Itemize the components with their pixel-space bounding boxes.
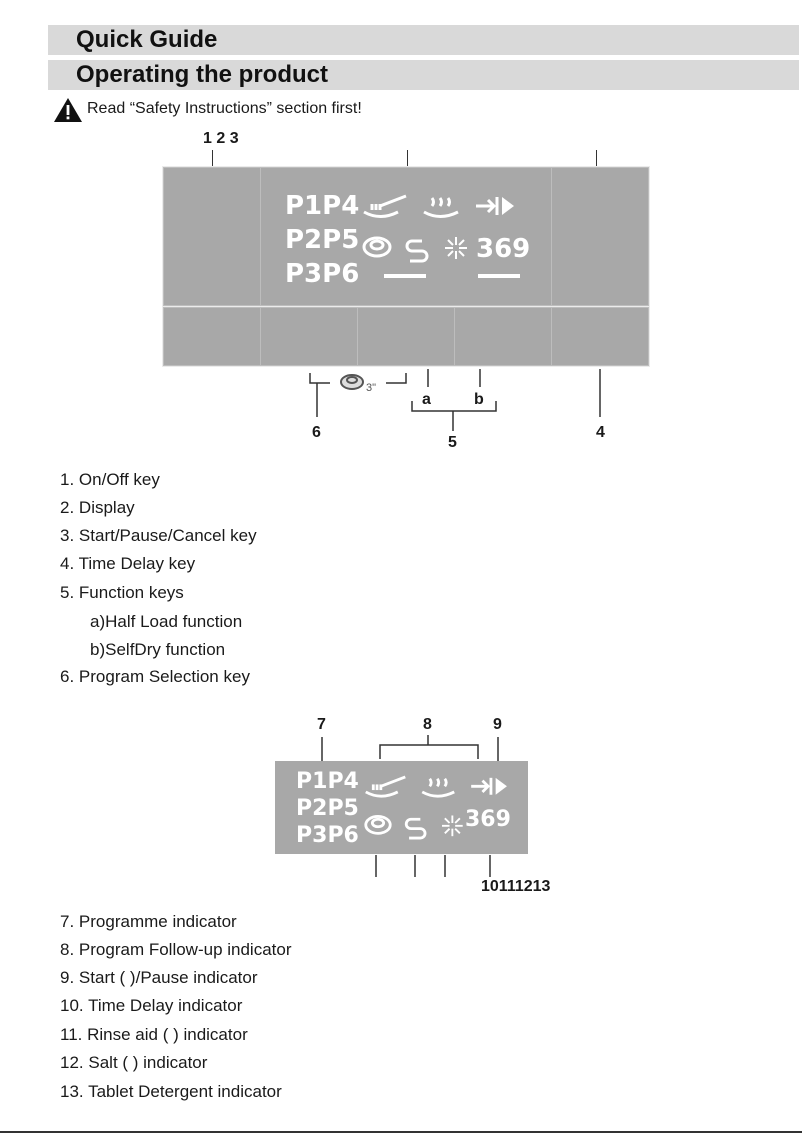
start-pause-icon	[476, 197, 514, 215]
program-p5: P5	[322, 225, 360, 255]
display-icons-2	[364, 775, 507, 840]
program-p3: P3	[285, 259, 323, 289]
programme-grid: P1P4 P2P5 P3P6	[285, 189, 359, 291]
leader-line	[596, 150, 597, 168]
program-p4: P4	[327, 769, 359, 794]
program-p4: P4	[322, 191, 360, 221]
bottom-leaders	[309, 369, 601, 431]
tablet-3s-icon	[340, 374, 364, 390]
operating-header: Operating the product	[48, 60, 799, 90]
footer-rule	[0, 1131, 802, 1133]
start-pause-cancel-key[interactable]	[551, 167, 649, 306]
program-p1: P1	[296, 769, 328, 794]
rinse-aid-icon	[445, 237, 467, 259]
warning-triangle-icon	[54, 98, 82, 122]
list-item: 3. Start/Pause/Cancel key	[60, 526, 257, 545]
callout-b: b	[474, 391, 484, 408]
salt-icon	[404, 817, 427, 840]
list-item: 12. Salt ( ) indicator	[60, 1053, 208, 1072]
callout-8: 8	[423, 716, 432, 733]
delay-digits-2: 369	[465, 807, 511, 832]
list-item: 9. Start ( )/Pause indicator	[60, 968, 258, 987]
program-p2: P2	[296, 796, 328, 821]
control-panel	[162, 166, 650, 367]
list-item: 2. Display	[60, 498, 135, 517]
program-p6: P6	[327, 823, 359, 848]
start-pause-icon	[471, 777, 507, 795]
list-subitem: b)SelfDry function	[90, 640, 226, 659]
display-closeup	[275, 761, 528, 854]
list-item: 8. Program Follow-up indicator	[60, 940, 292, 959]
wash-icon	[363, 194, 407, 218]
bottom-key-1[interactable]	[163, 307, 261, 366]
program-p6: P6	[322, 259, 360, 289]
delay-digits: 369	[476, 234, 531, 264]
warning-text: Read “Safety Instructions” section first…	[87, 100, 362, 117]
quick-guide-header: Quick Guide	[48, 25, 799, 55]
display-area	[260, 167, 552, 306]
bar-indicator	[478, 274, 520, 278]
list-item: 6. Program Selection key	[60, 667, 250, 686]
callout-9: 9	[493, 716, 502, 733]
list-item: 10. Time Delay indicator	[60, 996, 243, 1015]
fig2-leaders	[321, 735, 499, 877]
program-selection-key[interactable]	[260, 307, 358, 366]
program-p2: P2	[285, 225, 323, 255]
leader-line	[212, 150, 213, 168]
callout-5: 5	[448, 434, 457, 451]
list-item: 5. Function keys	[60, 583, 184, 602]
list-item: 1. On/Off key	[60, 470, 160, 489]
wash-icon	[365, 775, 406, 798]
list-item: 13. Tablet Detergent indicator	[60, 1082, 282, 1101]
callout-123: 1 2 3	[203, 130, 239, 147]
quick-guide-title: Quick Guide	[76, 26, 218, 53]
program-p5: P5	[327, 796, 359, 821]
callout-10-13: 10111213	[481, 878, 551, 895]
program-p1: P1	[285, 191, 323, 221]
rinse-aid-icon	[442, 815, 463, 837]
on-off-key[interactable]	[163, 167, 261, 306]
tablet-icon	[362, 236, 392, 258]
callout-a: a	[422, 391, 431, 408]
salt-icon	[405, 239, 429, 263]
programme-grid-2: P1P4 P2P5 P3P6	[296, 768, 359, 849]
timer-3s-label: 3"	[366, 382, 377, 394]
list-item: 11. Rinse aid ( ) indicator	[60, 1025, 248, 1044]
list-subitem: a)Half Load function	[90, 612, 243, 631]
bar-indicator	[384, 274, 426, 278]
callout-7: 7	[317, 716, 326, 733]
callout-6: 6	[312, 424, 321, 441]
time-delay-key[interactable]	[551, 307, 649, 366]
list-item: 4. Time Delay key	[60, 554, 196, 573]
tablet-icon	[364, 815, 392, 835]
operating-title: Operating the product	[76, 61, 328, 88]
leader-line	[407, 150, 408, 168]
dry-icon	[423, 197, 459, 218]
list-item: 7. Programme indicator	[60, 912, 237, 931]
half-load-key[interactable]	[357, 307, 455, 366]
selfdry-key[interactable]	[454, 307, 552, 366]
dry-icon	[421, 777, 455, 798]
program-p3: P3	[296, 823, 328, 848]
display-icons	[362, 194, 520, 278]
callout-4: 4	[596, 424, 605, 441]
